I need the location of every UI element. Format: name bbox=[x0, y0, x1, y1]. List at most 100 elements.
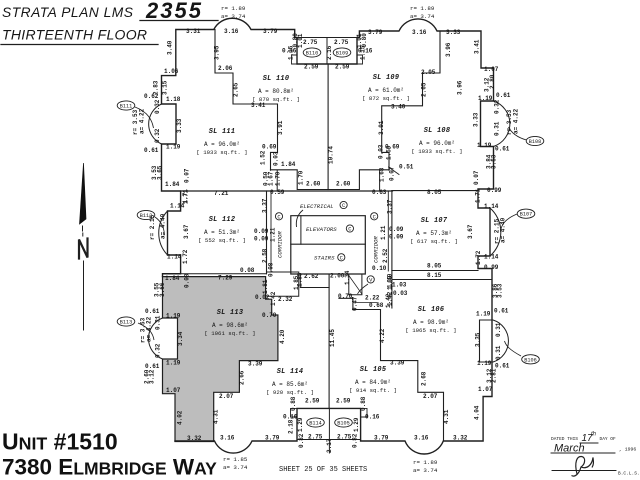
svg-text:2.75: 2.75 bbox=[334, 39, 349, 46]
svg-text:0.80: 0.80 bbox=[361, 33, 368, 48]
svg-text:1.52: 1.52 bbox=[260, 150, 267, 165]
svg-text:3.79: 3.79 bbox=[374, 435, 389, 442]
svg-text:0.32: 0.32 bbox=[154, 128, 161, 143]
svg-text:4.22: 4.22 bbox=[379, 328, 386, 343]
svg-text:SL 110: SL 110 bbox=[263, 75, 290, 83]
svg-text:[ 1033 sq.ft. ]: [ 1033 sq.ft. ] bbox=[411, 148, 462, 155]
svg-text:3.40: 3.40 bbox=[391, 104, 406, 111]
svg-text:a= 3.74: a= 3.74 bbox=[223, 464, 248, 471]
svg-text:0.68: 0.68 bbox=[369, 302, 384, 309]
svg-text:1.14: 1.14 bbox=[484, 254, 499, 261]
svg-text:1.21: 1.21 bbox=[380, 225, 387, 240]
svg-text:SL 105: SL 105 bbox=[360, 366, 387, 374]
svg-text:1.06: 1.06 bbox=[164, 68, 179, 75]
svg-text:[ 870 sq.ft. ]: [ 870 sq.ft. ] bbox=[252, 96, 300, 103]
svg-text:0.31: 0.31 bbox=[494, 121, 501, 136]
svg-text:a= 4.22: a= 4.22 bbox=[513, 108, 520, 134]
svg-text:1.71: 1.71 bbox=[182, 189, 189, 204]
svg-text:3.86: 3.86 bbox=[492, 283, 499, 298]
svg-text:2.59: 2.59 bbox=[304, 64, 319, 71]
svg-text:1.01: 1.01 bbox=[297, 33, 304, 48]
svg-text:2.07: 2.07 bbox=[219, 393, 234, 400]
svg-text:a= 3.74: a= 3.74 bbox=[221, 13, 246, 20]
svg-text:7380 ELMBRIDGE WAY: 7380 ELMBRIDGE WAY bbox=[2, 455, 217, 480]
svg-text:A = 51.3m²: A = 51.3m² bbox=[204, 229, 240, 236]
svg-text:0.61: 0.61 bbox=[496, 92, 511, 99]
svg-text:March: March bbox=[554, 443, 585, 455]
svg-text:DATED THIS: DATED THIS bbox=[551, 436, 578, 442]
svg-text:0.08: 0.08 bbox=[268, 262, 275, 277]
svg-text:17: 17 bbox=[582, 433, 594, 444]
svg-text:B105: B105 bbox=[337, 421, 349, 427]
svg-text:B108: B108 bbox=[529, 139, 541, 145]
svg-text:C: C bbox=[342, 203, 345, 209]
svg-text:2.83: 2.83 bbox=[153, 80, 160, 95]
svg-text:a= 3.74: a= 3.74 bbox=[413, 467, 438, 474]
svg-text:1.07: 1.07 bbox=[484, 66, 499, 73]
svg-text:B109: B109 bbox=[336, 51, 348, 57]
svg-text:4.31: 4.31 bbox=[443, 409, 450, 424]
svg-text:2.75: 2.75 bbox=[303, 39, 318, 46]
svg-text:0.07: 0.07 bbox=[184, 168, 191, 183]
svg-text:DAY OF: DAY OF bbox=[600, 436, 617, 442]
svg-text:0.03: 0.03 bbox=[273, 151, 280, 166]
svg-text:7.29: 7.29 bbox=[218, 274, 233, 281]
svg-text:3.39: 3.39 bbox=[248, 361, 263, 368]
svg-text:8.15: 8.15 bbox=[427, 272, 442, 279]
svg-text:SL 108: SL 108 bbox=[424, 127, 451, 135]
svg-text:3.37: 3.37 bbox=[262, 198, 269, 213]
svg-text:1.71: 1.71 bbox=[183, 189, 190, 204]
svg-text:0.16: 0.16 bbox=[358, 48, 373, 55]
svg-text:4.02: 4.02 bbox=[177, 410, 184, 425]
svg-text:11.45: 11.45 bbox=[329, 329, 336, 347]
svg-text:2.60: 2.60 bbox=[306, 181, 321, 188]
svg-text:1.18: 1.18 bbox=[166, 96, 181, 103]
svg-text:2.00: 2.00 bbox=[330, 273, 345, 280]
svg-text:0.09: 0.09 bbox=[254, 228, 269, 235]
svg-text:ELEVATORS: ELEVATORS bbox=[306, 226, 337, 233]
svg-text:1.15: 1.15 bbox=[288, 45, 295, 60]
svg-text:UNIT #1510: UNIT #1510 bbox=[2, 429, 118, 455]
svg-text:0.61: 0.61 bbox=[495, 363, 510, 370]
svg-text:3.34: 3.34 bbox=[177, 331, 184, 346]
svg-text:2.68: 2.68 bbox=[421, 371, 428, 386]
svg-text:1.42: 1.42 bbox=[270, 291, 277, 306]
svg-text:0.16: 0.16 bbox=[282, 48, 297, 55]
svg-text:3.67: 3.67 bbox=[183, 224, 190, 239]
svg-text:3.79: 3.79 bbox=[368, 29, 383, 36]
svg-text:0.09: 0.09 bbox=[389, 234, 404, 241]
svg-text:2.65: 2.65 bbox=[233, 82, 240, 97]
svg-text:1.84: 1.84 bbox=[281, 161, 296, 168]
svg-text:3.32: 3.32 bbox=[453, 435, 468, 442]
svg-text:a= 3.74: a= 3.74 bbox=[410, 13, 435, 20]
svg-text:SL 111: SL 111 bbox=[209, 128, 236, 136]
svg-text:1.71: 1.71 bbox=[475, 188, 482, 203]
svg-text:0.32: 0.32 bbox=[494, 99, 501, 114]
svg-text:3.12: 3.12 bbox=[149, 369, 156, 384]
svg-text:B107: B107 bbox=[520, 212, 532, 218]
svg-text:A = 98.6m²: A = 98.6m² bbox=[212, 322, 248, 329]
svg-text:0.31: 0.31 bbox=[155, 315, 162, 330]
svg-text:[ 552 sq.ft. ]: [ 552 sq.ft. ] bbox=[198, 237, 246, 244]
svg-text:0.07: 0.07 bbox=[389, 166, 396, 181]
svg-text:2.65: 2.65 bbox=[421, 82, 428, 97]
svg-text:0.61: 0.61 bbox=[495, 146, 510, 153]
svg-text:1.34: 1.34 bbox=[344, 270, 351, 285]
svg-text:2.05: 2.05 bbox=[421, 69, 436, 76]
svg-text:1.19: 1.19 bbox=[476, 311, 491, 318]
svg-text:0.61: 0.61 bbox=[144, 147, 159, 154]
svg-text:STRATA PLAN LMS: STRATA PLAN LMS bbox=[2, 5, 134, 20]
svg-text:0.32: 0.32 bbox=[154, 99, 161, 114]
svg-text:2.80: 2.80 bbox=[489, 74, 496, 89]
svg-text:a= 4.22: a= 4.22 bbox=[146, 316, 153, 342]
svg-text:3.37: 3.37 bbox=[387, 199, 394, 214]
svg-text:1.14: 1.14 bbox=[167, 254, 182, 261]
svg-text:0.16: 0.16 bbox=[283, 414, 298, 421]
svg-text:1.42: 1.42 bbox=[385, 293, 392, 308]
svg-text:1.70: 1.70 bbox=[298, 170, 305, 185]
svg-text:1.21: 1.21 bbox=[270, 227, 277, 242]
svg-text:1.19: 1.19 bbox=[166, 360, 181, 367]
svg-text:1.84: 1.84 bbox=[165, 275, 180, 282]
svg-text:1.72: 1.72 bbox=[475, 250, 482, 265]
svg-text:1.40: 1.40 bbox=[387, 273, 394, 288]
